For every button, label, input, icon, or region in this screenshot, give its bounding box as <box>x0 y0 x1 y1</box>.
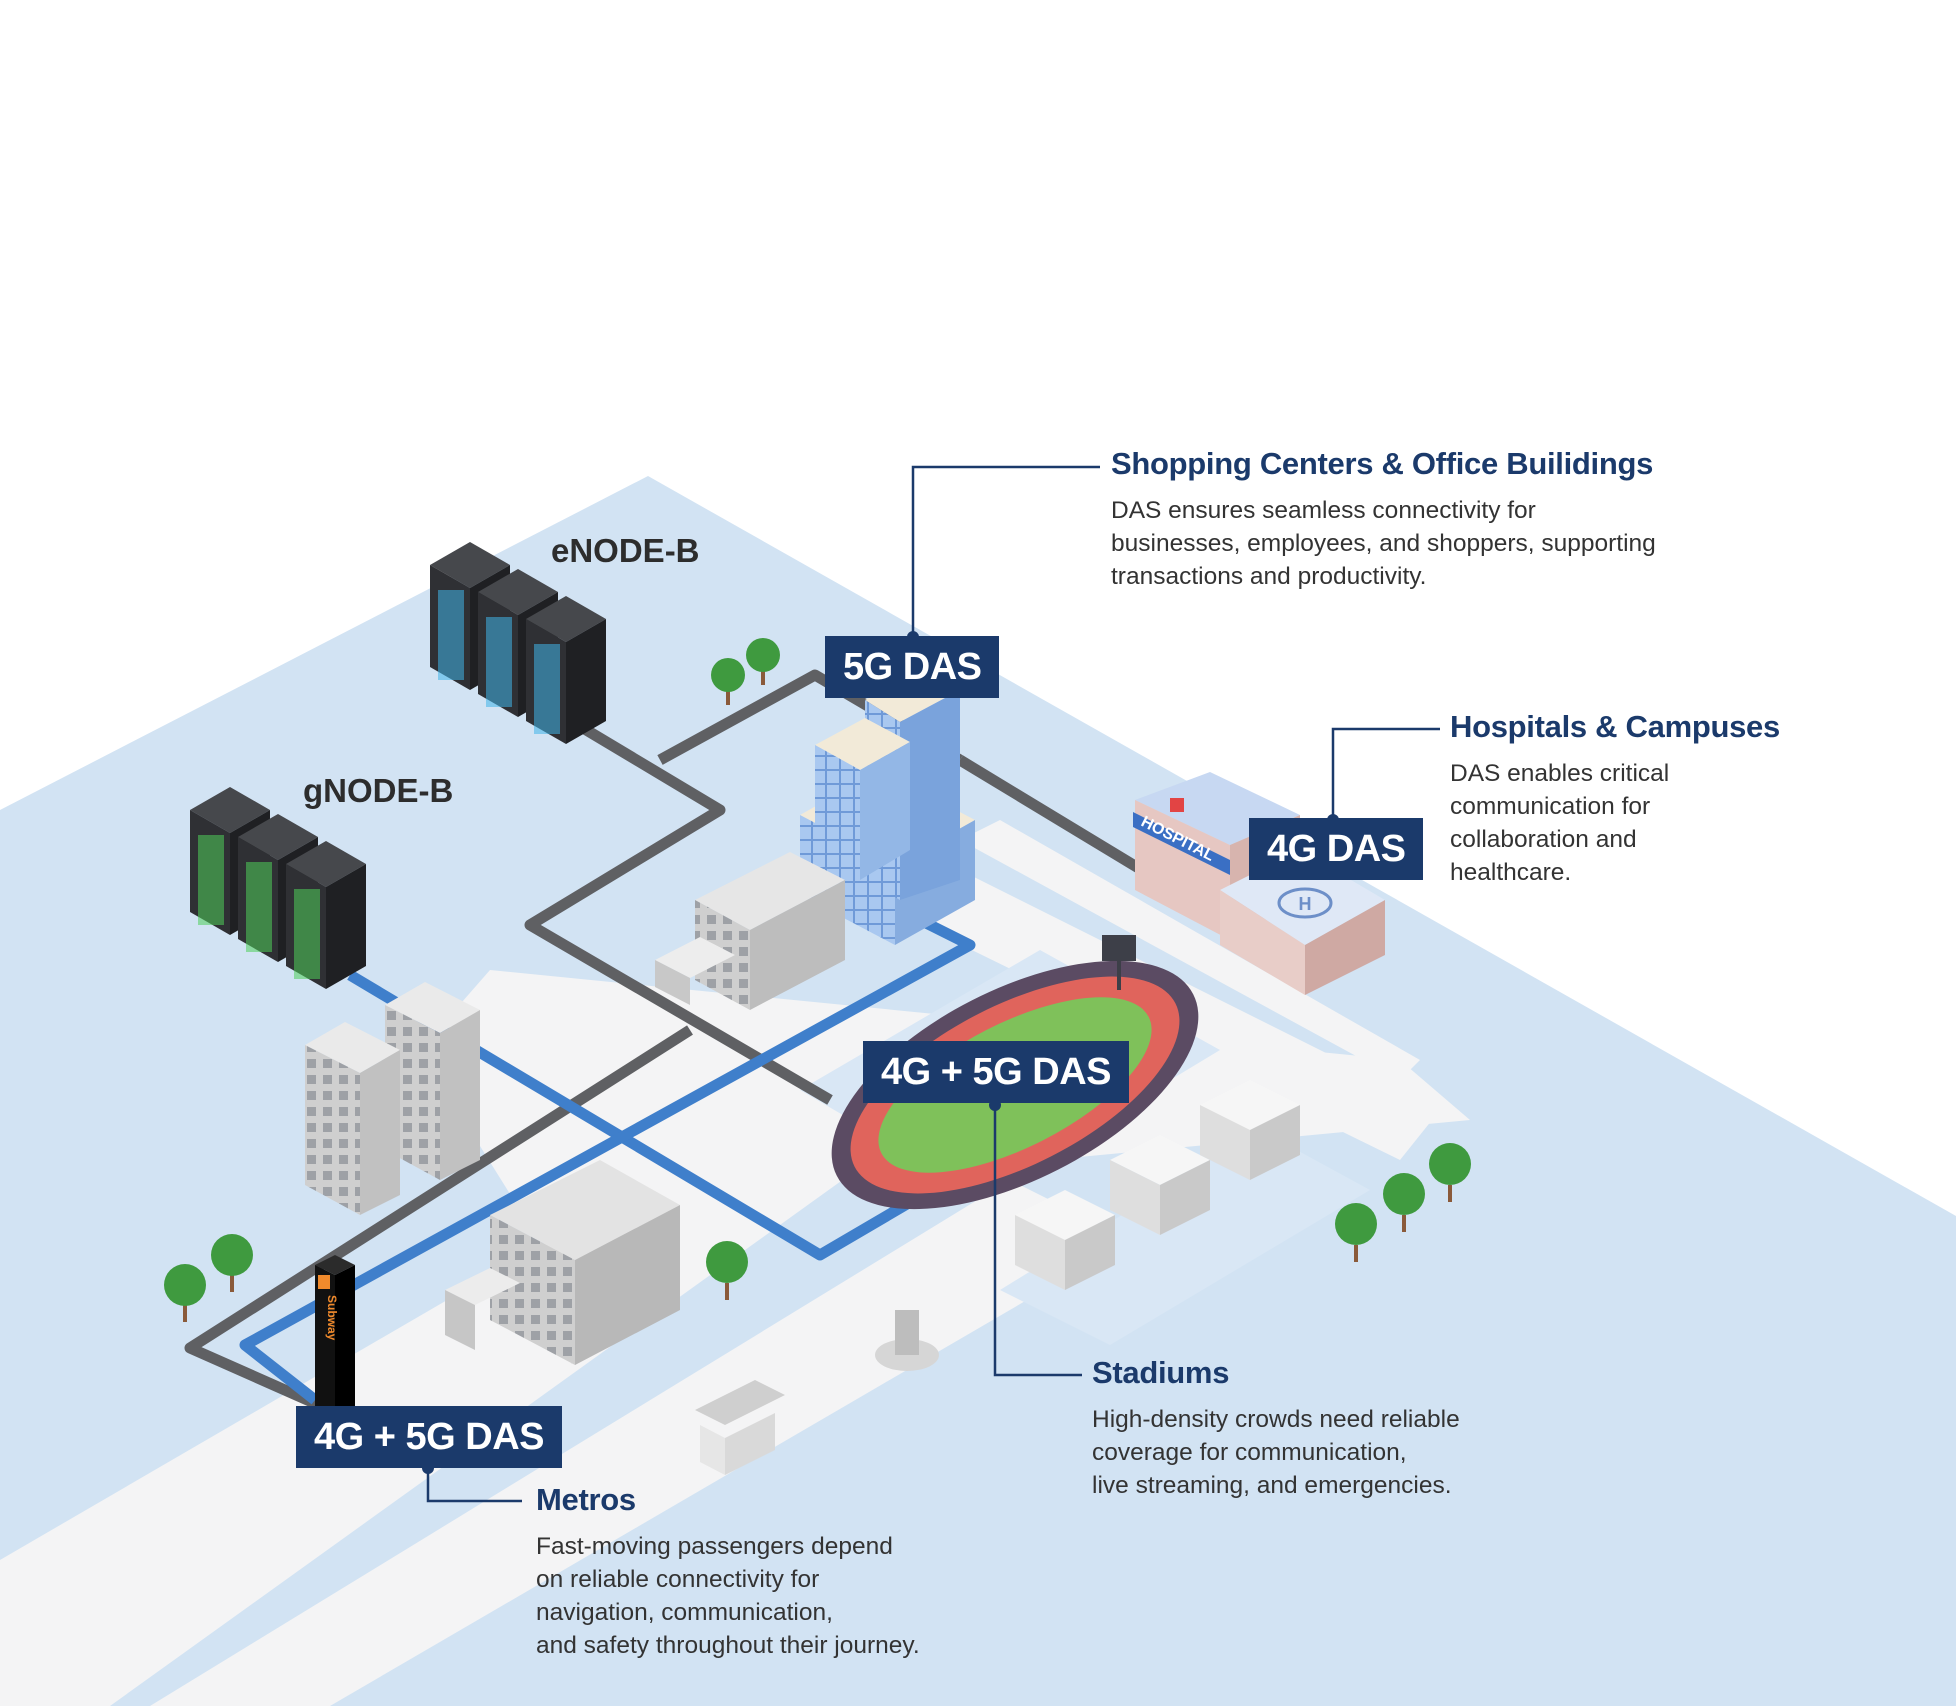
grey-block <box>445 1160 680 1365</box>
helipad-label: H <box>1299 894 1312 914</box>
tree-icon <box>1429 1143 1471 1202</box>
bus-stop <box>695 1380 785 1475</box>
subway-sign: Subway <box>325 1295 339 1341</box>
tree-icon <box>211 1234 253 1292</box>
tag-5g-das: 5G DAS <box>825 636 1000 698</box>
callout-metros: Metros Fast-moving passengers depend on … <box>536 1482 920 1662</box>
gnode-b-label: gNODE-B <box>303 772 454 809</box>
callout-shopping: Shopping Centers & Office Builidings DAS… <box>1111 446 1656 593</box>
tree-icon <box>1383 1173 1425 1232</box>
apartment-buildings <box>305 982 480 1215</box>
callout-metros-body: Fast-moving passengers depend on reliabl… <box>536 1533 920 1659</box>
tree-icon <box>706 1241 748 1300</box>
tag-stadium-das: 4G + 5G DAS <box>863 1041 1129 1103</box>
grey-office <box>655 852 845 1010</box>
building-icon <box>1110 1135 1210 1235</box>
houses <box>1015 1080 1300 1290</box>
subway-pillar: Subway <box>315 1255 355 1420</box>
callout-metros-title: Metros <box>536 1482 636 1517</box>
tree-icon <box>164 1264 206 1322</box>
gnode-b-servers <box>190 787 366 989</box>
callout-hospitals-title: Hospitals & Campuses <box>1450 709 1780 744</box>
leader-lines <box>426 465 1440 1503</box>
tree-icon <box>711 658 745 705</box>
fountain <box>875 1310 939 1371</box>
tag-metro-das: 4G + 5G DAS <box>296 1406 562 1468</box>
enode-b-servers <box>430 542 606 744</box>
office-tower <box>800 668 975 945</box>
server-rack-icon <box>526 596 606 744</box>
callout-stadiums-body: High-density crowds need reliable covera… <box>1092 1406 1460 1499</box>
building-icon <box>1200 1080 1300 1180</box>
tag-4g-das: 4G DAS <box>1249 818 1424 880</box>
callout-hospitals-body: DAS enables critical communication for c… <box>1450 760 1670 886</box>
callout-stadiums-title: Stadiums <box>1092 1355 1230 1390</box>
trees <box>164 638 1471 1322</box>
roads <box>0 820 1470 1706</box>
tree-icon <box>1335 1203 1377 1262</box>
building-icon <box>1015 1190 1115 1290</box>
server-rack-icon <box>286 841 366 989</box>
tree-icon <box>746 638 780 685</box>
callout-stadiums: Stadiums High-density crowds need reliab… <box>1092 1355 1460 1502</box>
callout-shopping-title: Shopping Centers & Office Builidings <box>1111 446 1654 481</box>
callout-shopping-body: DAS ensures seamless connectivity for bu… <box>1111 497 1656 590</box>
callout-hospitals: Hospitals & Campuses DAS enables critica… <box>1450 709 1780 889</box>
enode-b-label: eNODE-B <box>551 532 700 569</box>
